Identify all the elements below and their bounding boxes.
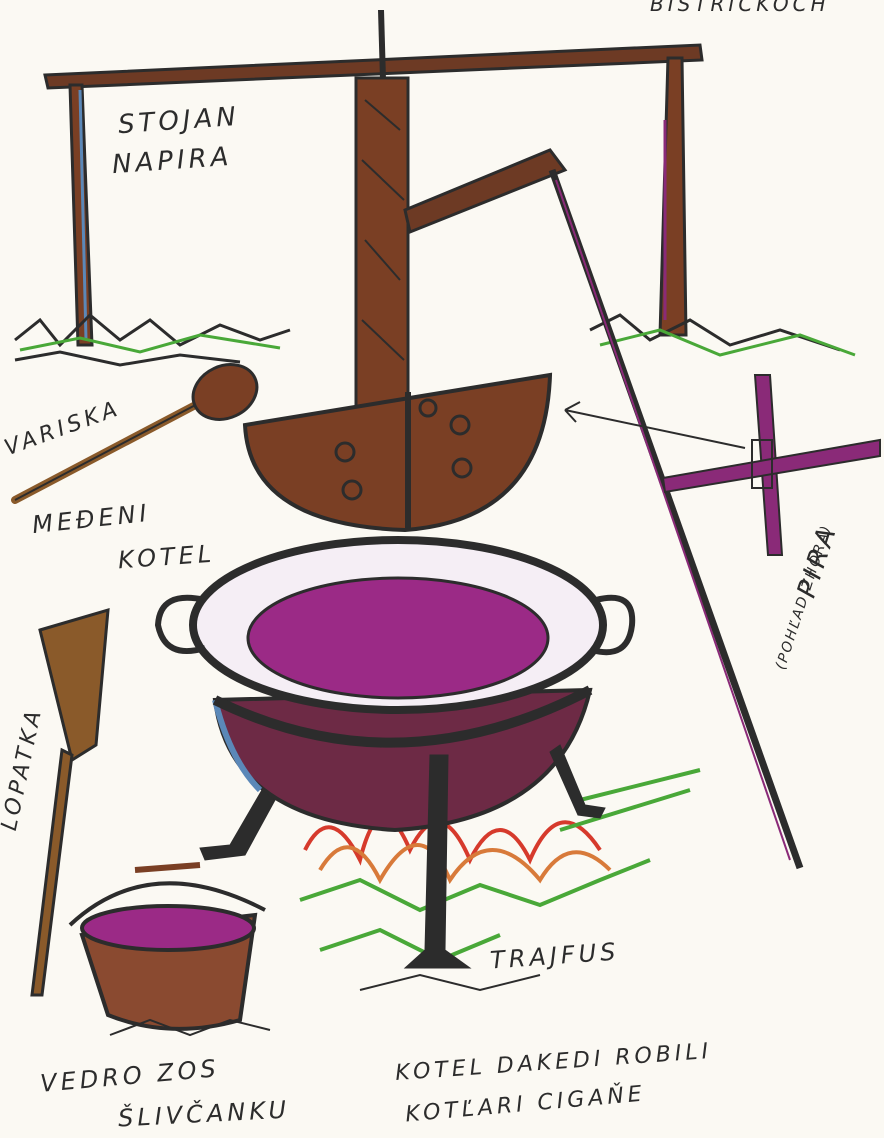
press-head [245,375,550,530]
copper-kettle [158,540,632,830]
pira-cross [663,375,880,555]
pointer-arrow [565,402,745,448]
bucket [70,865,265,1029]
label-stand-line2: NAPIRA [111,144,233,178]
label-copper-kettle-line2: KOTEL [117,542,216,573]
label-top-right: BISTRICKOCH [650,0,830,14]
grass [15,315,855,365]
